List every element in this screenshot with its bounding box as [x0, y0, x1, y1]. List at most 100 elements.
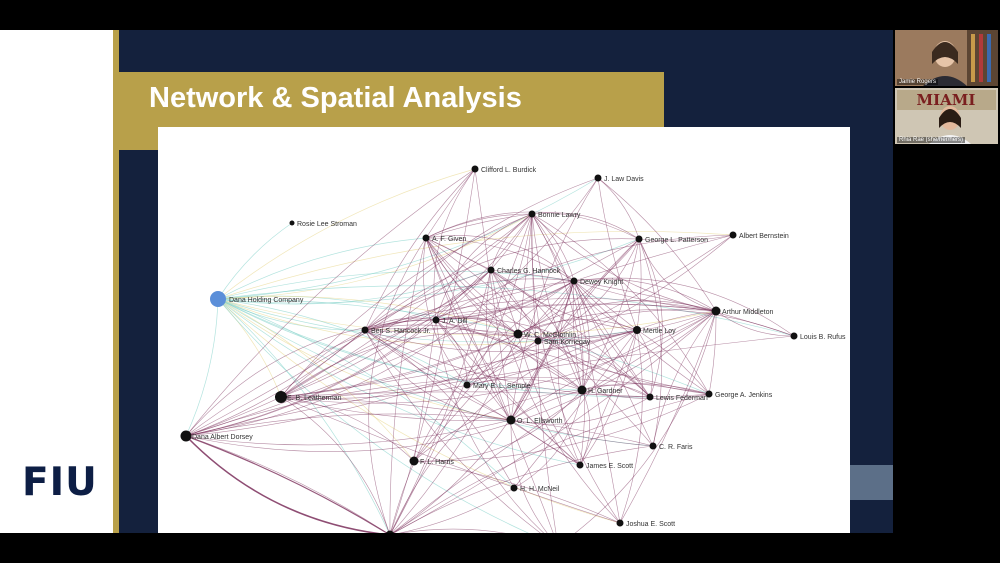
node-harris[interactable]: [409, 456, 419, 466]
node-jdavis[interactable]: [594, 174, 602, 182]
node-lawry[interactable]: [528, 210, 536, 218]
relationship-edge: [597, 177, 640, 240]
relationship-edge: [425, 237, 554, 533]
relationship-edge: [364, 319, 437, 331]
participant-tile-1[interactable]: Jamie Rogers: [895, 30, 998, 86]
relationship-edge: [490, 269, 621, 524]
relationship-edge: [510, 383, 710, 421]
company-edge: [217, 298, 390, 533]
relationship-edge: [510, 419, 654, 447]
node-faris[interactable]: [649, 442, 657, 450]
node-bernstein[interactable]: [729, 231, 737, 239]
relationship-edge: [398, 487, 515, 533]
relationship-edge: [185, 310, 717, 452]
participant-tile-2[interactable]: MIAMI Rhia Rae (she/her/hers): [895, 88, 998, 144]
node-label-semple: Mary E. L. Semple: [473, 383, 531, 390]
node-label-faris: C. R. Faris: [659, 444, 693, 451]
relationship-edge: [413, 319, 437, 462]
relationship-edge: [425, 213, 533, 239]
relationship-edge: [490, 269, 638, 331]
relationship-edge: [486, 269, 512, 421]
company-edge: [217, 298, 710, 395]
node-mcneil[interactable]: [510, 484, 518, 492]
node-middleton[interactable]: [711, 306, 721, 316]
relationship-edge: [392, 445, 654, 533]
relationship-edge: [185, 269, 492, 437]
relationship-edge: [185, 319, 437, 437]
node-jscott[interactable]: [576, 461, 584, 469]
relationship-edge: [185, 435, 388, 533]
relationship-edge: [517, 238, 640, 335]
company-edge: [217, 269, 492, 305]
company-edge: [217, 298, 638, 343]
relationship-edge: [531, 212, 640, 240]
relationship-edge: [280, 396, 415, 462]
node-label-ellsworth: O. L. Ellsworth: [517, 418, 563, 425]
node-label-kornegay: Sam Kornegay: [544, 339, 591, 346]
relationship-edge: [392, 393, 710, 533]
relationship-edge: [636, 329, 653, 398]
node-loy[interactable]: [633, 326, 641, 334]
participant-video-2: MIAMI: [895, 88, 998, 144]
relationship-edge: [364, 269, 492, 331]
node-leatherman[interactable]: [275, 391, 287, 403]
node-label-lawry: Bonnie Lawry: [538, 212, 581, 219]
node-hannock[interactable]: [487, 266, 495, 274]
node-rdorsey[interactable]: [385, 530, 395, 534]
company-edge: [217, 298, 651, 398]
node-label-leatherman: E. B. Leatherman: [287, 395, 342, 402]
relationship-edge: [579, 238, 642, 466]
node-gardner[interactable]: [577, 385, 587, 395]
relationship-edge: [466, 378, 583, 391]
relationship-edge: [435, 234, 734, 321]
node-joscott[interactable]: [616, 519, 624, 527]
node-dill[interactable]: [432, 316, 440, 324]
relationship-edge: [490, 269, 583, 391]
node-label-jenkins: George A. Jenkins: [715, 392, 773, 399]
relationship-edge: [466, 309, 717, 386]
company-edge: [217, 296, 519, 335]
node-patterson[interactable]: [635, 235, 643, 243]
relationship-edge: [280, 213, 533, 398]
node-label-joscott: Joshua E. Scott: [626, 521, 675, 528]
relationship-edge: [572, 280, 583, 391]
node-semple[interactable]: [463, 381, 471, 389]
node-given[interactable]: [422, 234, 430, 242]
node-label-gardner: H. Gardner: [588, 388, 623, 395]
company-edge: [217, 298, 282, 398]
relationship-edge: [537, 238, 640, 342]
relationship-edge: [185, 435, 388, 533]
relationship-edge: [517, 280, 575, 335]
company-edge: [217, 285, 795, 337]
node-dorsey[interactable]: [180, 430, 192, 442]
relationship-edge: [280, 329, 638, 398]
presentation-slide: FIU Network & Spatial Analysis Dana Hold…: [0, 30, 893, 533]
relationship-edge: [638, 238, 663, 398]
company-edge: [217, 168, 476, 300]
node-kornegay[interactable]: [534, 337, 542, 345]
relationship-edge: [510, 419, 548, 533]
node-knight[interactable]: [570, 277, 578, 285]
relationship-edge: [573, 280, 651, 398]
company-edge: [217, 298, 515, 489]
relationship-edge: [413, 460, 621, 524]
relationship-edge: [531, 213, 575, 282]
node-burdick[interactable]: [471, 165, 479, 173]
node-federman[interactable]: [646, 393, 654, 401]
relationship-edge: [652, 310, 717, 447]
node-ellsworth[interactable]: [506, 415, 516, 425]
relationship-edge: [510, 238, 640, 421]
node-rufus[interactable]: [790, 332, 798, 340]
node-hancock[interactable]: [361, 326, 369, 334]
relationship-edge: [390, 269, 492, 533]
relationship-edge: [490, 269, 539, 342]
relationship-edge: [581, 238, 640, 391]
relationship-edge: [638, 238, 717, 312]
node-company[interactable]: [210, 291, 226, 307]
relationship-edge: [425, 168, 476, 239]
node-stroman[interactable]: [289, 220, 295, 226]
relationship-edge: [185, 213, 533, 437]
node-mcglothlin[interactable]: [513, 329, 523, 339]
node-jenkins[interactable]: [705, 390, 713, 398]
node-label-burdick: Clifford L. Burdick: [481, 167, 537, 174]
